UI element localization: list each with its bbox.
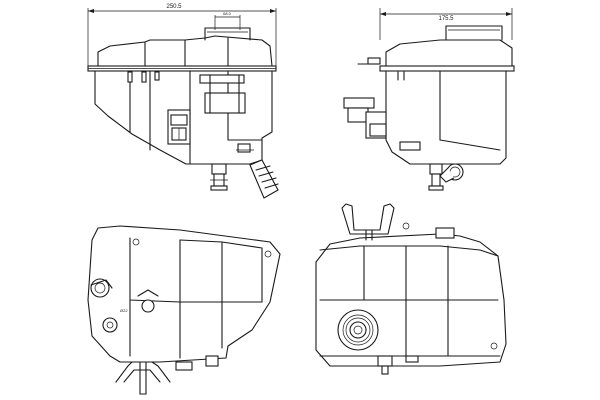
sensor-connector	[167, 109, 191, 145]
side-label: 175.5	[438, 16, 454, 22]
inner-dimension: 68.0	[214, 11, 241, 30]
side-connector	[343, 97, 387, 139]
inner-label: 68.0	[223, 11, 232, 16]
side-view: 175.5	[343, 8, 515, 191]
top-view: Ø22	[87, 225, 281, 395]
front-view: 250.5 68.0	[87, 4, 279, 199]
top-clip	[115, 361, 171, 395]
side-outlet	[439, 163, 464, 183]
width-label: 250.5	[166, 4, 182, 10]
filler-neck	[337, 309, 379, 351]
side-dimension: 175.5	[379, 8, 513, 40]
bottom-clip	[341, 203, 395, 241]
bottom-view	[315, 203, 507, 375]
bottom-fitting	[210, 163, 228, 191]
top-cap	[90, 278, 113, 298]
cap-label: Ø22	[120, 308, 128, 313]
hose-fitting	[249, 159, 279, 199]
width-dimension: 250.5	[87, 4, 277, 70]
